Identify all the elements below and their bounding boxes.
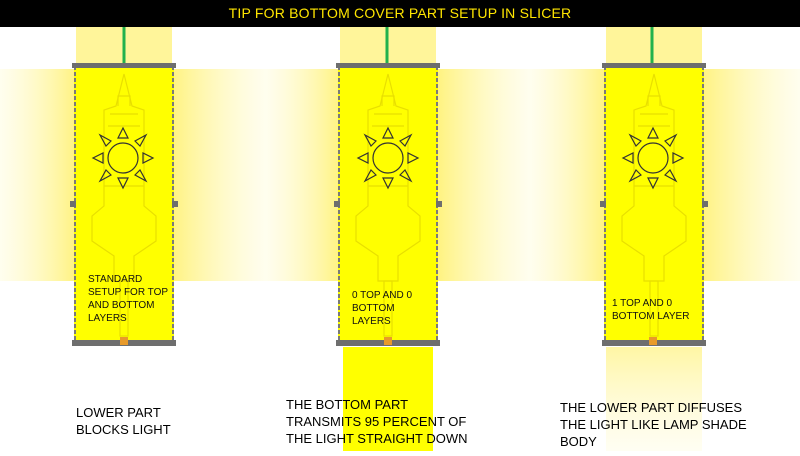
panel-3 (530, 27, 800, 451)
panel-1-caption: LOWER PART BLOCKS LIGHT (76, 405, 171, 437)
down-light-beam (343, 347, 433, 451)
page-title: TIP FOR BOTTOM COVER PART SETUP IN SLICE… (228, 5, 572, 21)
side-glow-right (438, 69, 530, 281)
panel-2-setup-label: 0 TOP AND 0 BOTTOM LAYERS (352, 290, 413, 327)
title-bar: TIP FOR BOTTOM COVER PART SETUP IN SLICE… (0, 0, 800, 27)
bottom-led (120, 337, 128, 345)
illustration-svg (0, 27, 800, 451)
panel-2-caption: THE BOTTOM PART TRANSMITS 95 PERCENT OF … (286, 397, 468, 446)
bottom-led (649, 337, 657, 345)
side-glow-left (266, 69, 340, 281)
side-glow-left (530, 69, 606, 281)
bottom-led (384, 337, 392, 345)
side-glow-left (0, 69, 76, 281)
panel-3-setup-label: 1 TOP AND 0 BOTTOM LAYER (612, 298, 690, 322)
illustration-stage: STANDARD SETUP FOR TOP AND BOTTOM LAYERS… (0, 27, 800, 451)
side-glow-right (702, 69, 800, 281)
panel-3-caption: THE LOWER PART DIFFUSES THE LIGHT LIKE L… (560, 400, 747, 449)
panel-1 (0, 27, 266, 347)
side-glow-right (172, 69, 266, 281)
top-glow (606, 27, 702, 67)
panel-1-setup-label: STANDARD SETUP FOR TOP AND BOTTOM LAYERS (88, 274, 168, 324)
diffused-light-beam (606, 347, 702, 451)
panel-2 (266, 27, 530, 451)
